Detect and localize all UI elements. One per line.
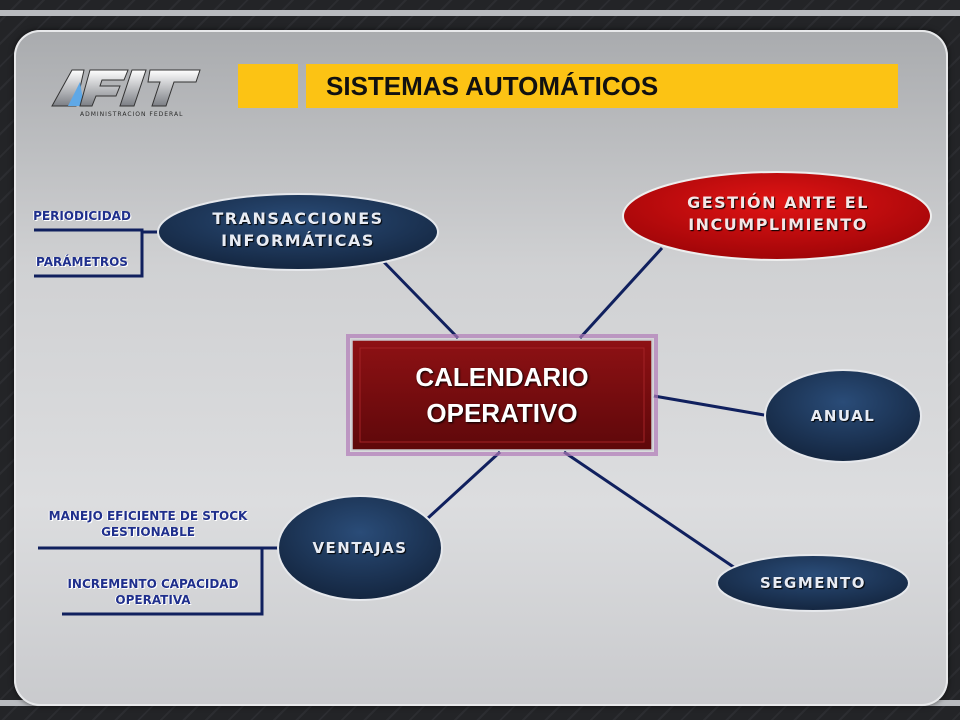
bracket-transacciones bbox=[34, 228, 144, 278]
svg-text:ADMINISTRACION FEDERAL: ADMINISTRACION FEDERAL bbox=[80, 111, 183, 118]
node-gestion: GESTIÓN ANTE EL INCUMPLIMIENTO bbox=[630, 192, 926, 236]
label-incremento: INCREMENTO CAPACIDAD OPERATIVA bbox=[50, 576, 256, 608]
node-gestion-shape bbox=[622, 171, 932, 261]
node-anual: ANUAL bbox=[810, 407, 876, 425]
page-title: SISTEMAS AUTOMÁTICOS bbox=[326, 71, 659, 101]
node-transacciones-shape bbox=[157, 193, 439, 271]
node-anual-shape bbox=[764, 369, 922, 463]
manejo-line2: GESTIONABLE bbox=[101, 525, 195, 539]
node-ventajas: VENTAJAS bbox=[312, 539, 408, 557]
afip-logo: ADMINISTRACION FEDERAL bbox=[51, 69, 201, 118]
label-parametros: PARÁMETROS bbox=[36, 255, 128, 269]
transacciones-line1: TRANSACCIONES bbox=[212, 209, 384, 228]
label-periodicidad: PERIODICIDAD bbox=[33, 209, 131, 223]
bracket-ventajas bbox=[38, 546, 264, 616]
gestion-line2: INCUMPLIMIENTO bbox=[688, 215, 868, 234]
frame-top-band bbox=[0, 10, 960, 16]
connector-segmento bbox=[563, 450, 739, 572]
connector-transacciones bbox=[378, 256, 460, 340]
incremento-line1: INCREMENTO CAPACIDAD bbox=[67, 577, 239, 591]
center-box-inner bbox=[359, 347, 645, 443]
center-box-shape bbox=[351, 339, 653, 451]
gestion-line1: GESTIÓN ANTE EL bbox=[687, 193, 869, 212]
connector-anual bbox=[653, 394, 771, 418]
center-line2: OPERATIVO bbox=[426, 398, 578, 428]
node-segmento: SEGMENTO bbox=[759, 574, 867, 592]
center-line1: CALENDARIO bbox=[415, 362, 589, 392]
node-ventajas-shape bbox=[277, 495, 443, 601]
title-bar bbox=[306, 64, 898, 108]
center-box-glow bbox=[346, 334, 658, 456]
manejo-line1: MANEJO EFICIENTE DE STOCK bbox=[48, 509, 248, 523]
title-accent-box bbox=[238, 64, 298, 108]
node-transacciones: TRANSACCIONES INFORMÁTICAS bbox=[168, 208, 428, 252]
node-segmento-shape bbox=[716, 554, 910, 612]
connector-gestion bbox=[578, 246, 664, 340]
connector-ventajas bbox=[426, 450, 502, 520]
incremento-line2: OPERATIVA bbox=[115, 593, 191, 607]
transacciones-line2: INFORMÁTICAS bbox=[221, 231, 375, 250]
center-node-calendario: CALENDARIO OPERATIVO bbox=[352, 340, 652, 450]
label-manejo: MANEJO EFICIENTE DE STOCK GESTIONABLE bbox=[38, 508, 258, 540]
